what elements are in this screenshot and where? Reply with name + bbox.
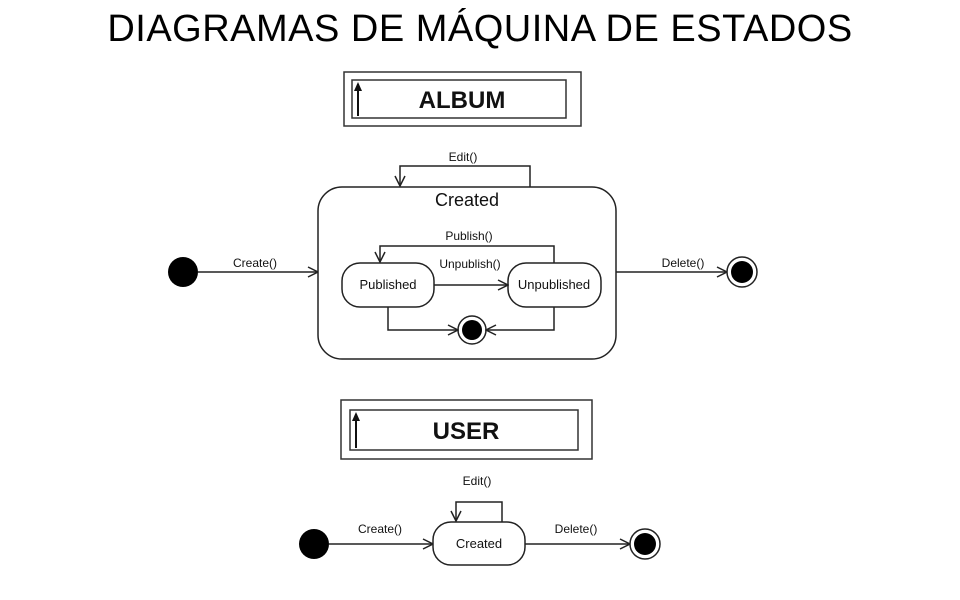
album-inner-final-node-core xyxy=(462,320,482,340)
user-banner-inner-frame xyxy=(349,409,579,451)
user-initial-node xyxy=(299,529,329,559)
album-created-state-label: Created xyxy=(435,190,499,210)
user-delete-label: Delete() xyxy=(555,522,598,536)
user-banner: USER xyxy=(340,399,593,460)
user-diagram: Create() Created Edit() Delete() xyxy=(299,474,661,566)
album-banner-outer-frame xyxy=(343,71,582,127)
album-unpublish-label: Unpublish() xyxy=(439,257,500,271)
user-banner-outer-frame xyxy=(340,399,593,460)
album-published-label: Published xyxy=(359,277,416,292)
album-banner-inner-frame xyxy=(351,79,567,119)
user-edit-transition xyxy=(456,501,503,522)
slide-title: DIAGRAMAS DE MÁQUINA DE ESTADOS xyxy=(107,8,853,50)
album-publish-transition xyxy=(380,245,555,263)
album-banner-label: ALBUM xyxy=(419,87,506,114)
album-banner-arrow-head-icon xyxy=(354,82,362,91)
album-edit-label: Edit() xyxy=(449,150,478,164)
album-unpublished-to-final xyxy=(486,307,555,330)
user-banner-arrow-head-icon xyxy=(352,412,360,421)
album-initial-node xyxy=(168,257,198,287)
album-final-node-core xyxy=(731,261,753,283)
album-edit-transition xyxy=(400,165,531,187)
album-delete-label: Delete() xyxy=(662,256,705,270)
album-unpublished-label: Unpublished xyxy=(518,277,590,292)
user-banner-label: USER xyxy=(433,418,500,445)
album-banner: ALBUM xyxy=(343,71,582,127)
user-edit-label: Edit() xyxy=(463,474,492,488)
user-final-node-core xyxy=(634,533,656,555)
user-create-label: Create() xyxy=(358,522,402,536)
album-publish-label: Publish() xyxy=(445,229,492,243)
album-created-state xyxy=(317,186,617,360)
album-create-label: Create() xyxy=(233,256,277,270)
album-diagram: Create() Created Edit() Published Unpubl… xyxy=(168,150,758,360)
user-created-label: Created xyxy=(456,536,502,551)
album-published-to-final xyxy=(387,307,458,330)
